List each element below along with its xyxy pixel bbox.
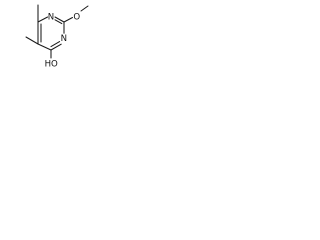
bond-c2-oxygen bbox=[63, 16, 74, 23]
bond-n3-c4 bbox=[50, 43, 62, 51]
atom-label-oxygen: O bbox=[73, 13, 80, 23]
structure-diagram: N N O HO bbox=[25, 4, 89, 70]
atom-label-hydroxyl: HO bbox=[45, 60, 58, 70]
bond-c4-c5 bbox=[37, 43, 52, 51]
bond-n3-c4-double bbox=[50, 41, 61, 48]
bond-n1-c2-double bbox=[54, 19, 63, 25]
bond-oxygen-methyl bbox=[80, 5, 89, 12]
atom-label-n3: N bbox=[61, 34, 67, 44]
bond-n1-c2 bbox=[54, 16, 65, 23]
bond-c6-n1 bbox=[37, 16, 49, 23]
bond-c5-methyl bbox=[25, 36, 39, 45]
atom-label-n1: N bbox=[48, 12, 54, 22]
